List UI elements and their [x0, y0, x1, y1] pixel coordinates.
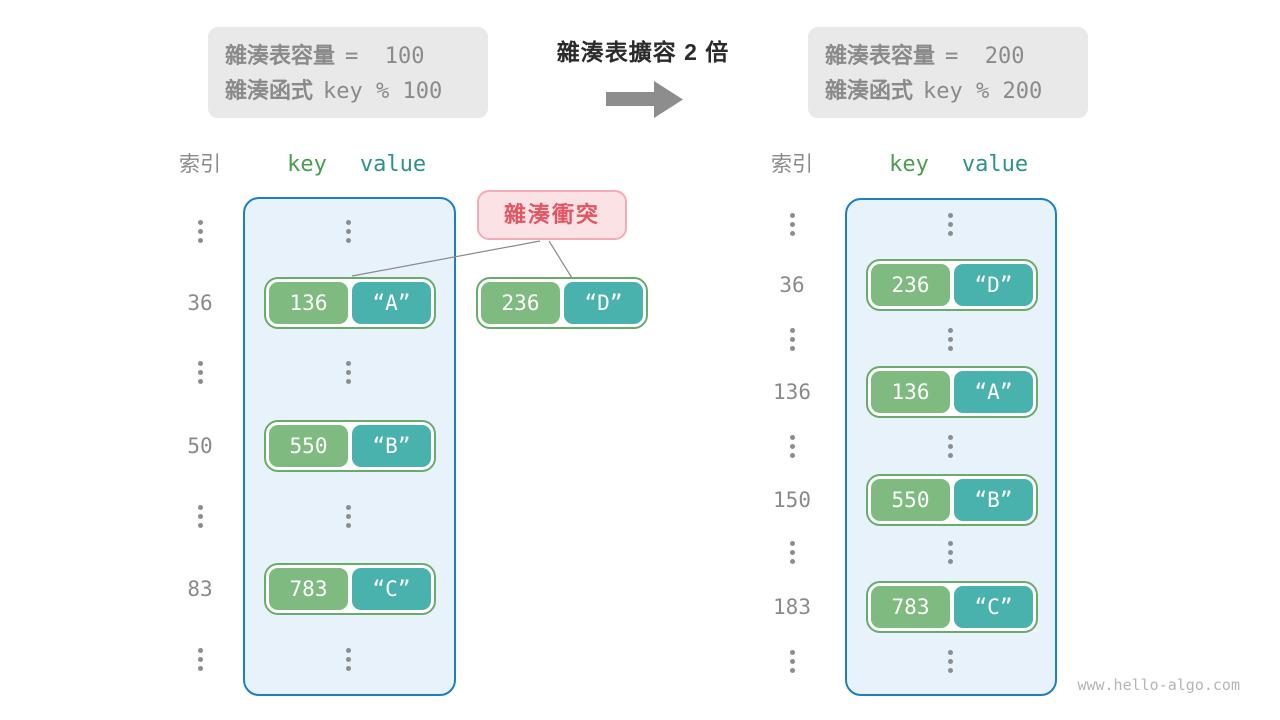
- ellipsis-dots: [947, 435, 953, 458]
- value-pill: “B”: [352, 425, 431, 467]
- entry-pair: 550 “B”: [866, 474, 1038, 526]
- ellipsis-dots: [345, 648, 351, 671]
- hash-function-line: 雜湊函式 key % 100: [225, 74, 488, 109]
- entry-pair: 136 “A”: [866, 366, 1038, 418]
- hash-function-value: key % 100: [323, 79, 443, 104]
- ellipsis-dots: [197, 220, 203, 243]
- watermark: www.hello-algo.com: [1077, 676, 1240, 694]
- key-pill: 783: [871, 586, 950, 628]
- hash-function-label: 雜湊函式: [225, 78, 314, 103]
- ellipsis-dots: [197, 648, 203, 671]
- value-pill: “A”: [954, 371, 1033, 413]
- ellipsis-dots: [345, 220, 351, 243]
- key-pill: 136: [269, 282, 348, 324]
- ellipsis-dots: [789, 213, 795, 236]
- capacity-label: 雜湊表容量: [225, 43, 336, 68]
- hash-function-value: key % 200: [923, 79, 1043, 104]
- key-header: key: [287, 152, 327, 177]
- ellipsis-dots: [947, 213, 953, 236]
- right-arrow-icon: [606, 81, 683, 118]
- collision-label: 雜湊衝突: [477, 190, 627, 240]
- key-pill: 236: [481, 282, 560, 324]
- entry-pair: 783 “C”: [264, 563, 436, 615]
- ellipsis-dots: [197, 505, 203, 528]
- key-pill: 550: [871, 479, 950, 521]
- capacity-value: = 100: [345, 44, 425, 69]
- value-pill: “B”: [954, 479, 1033, 521]
- ellipsis-dots: [789, 328, 795, 351]
- entry-pair: 550 “B”: [264, 420, 436, 472]
- index-label: 36: [779, 273, 805, 297]
- hash-function-line: 雜湊函式 key % 200: [825, 74, 1088, 109]
- index-label: 36: [187, 291, 213, 315]
- key-header: key: [889, 152, 929, 177]
- capacity-box-before: 雜湊表容量 = 100 雜湊函式 key % 100: [208, 27, 488, 118]
- ellipsis-dots: [197, 361, 203, 384]
- index-label: 50: [187, 434, 213, 458]
- ellipsis-dots: [789, 435, 795, 458]
- ellipsis-dots: [789, 541, 795, 564]
- value-pill: “D”: [954, 264, 1033, 306]
- hash-function-label: 雜湊函式: [825, 78, 914, 103]
- capacity-value: = 200: [945, 44, 1025, 69]
- key-value-column-header: key value: [866, 150, 1038, 180]
- ellipsis-dots: [789, 650, 795, 673]
- index-label: 150: [773, 488, 811, 512]
- key-pill: 783: [269, 568, 348, 610]
- expand-title: 雜湊表擴容 2 倍: [556, 39, 730, 65]
- capacity-box-after: 雜湊表容量 = 200 雜湊函式 key % 200: [808, 27, 1088, 118]
- collision-entry-pair: 236 “D”: [476, 277, 648, 329]
- key-pill: 550: [269, 425, 348, 467]
- ellipsis-dots: [947, 541, 953, 564]
- entry-pair: 136 “A”: [264, 277, 436, 329]
- capacity-label: 雜湊表容量: [825, 43, 936, 68]
- entry-pair: 783 “C”: [866, 581, 1038, 633]
- index-label: 136: [773, 380, 811, 404]
- value-header: value: [961, 152, 1029, 177]
- ellipsis-dots: [947, 650, 953, 673]
- index-column-header: 索引: [771, 153, 813, 176]
- value-pill: “A”: [352, 282, 431, 324]
- key-pill: 236: [871, 264, 950, 306]
- key-value-column-header: key value: [264, 150, 436, 180]
- index-label: 183: [773, 595, 811, 619]
- value-pill: “D”: [564, 282, 643, 324]
- value-pill: “C”: [954, 586, 1033, 628]
- ellipsis-dots: [345, 361, 351, 384]
- capacity-line: 雜湊表容量 = 200: [825, 39, 1088, 74]
- entry-pair: 236 “D”: [866, 259, 1038, 311]
- index-column-header: 索引: [179, 153, 221, 176]
- ellipsis-dots: [947, 328, 953, 351]
- capacity-line: 雜湊表容量 = 100: [225, 39, 488, 74]
- value-pill: “C”: [352, 568, 431, 610]
- value-header: value: [359, 152, 427, 177]
- index-label: 83: [187, 577, 213, 601]
- ellipsis-dots: [345, 505, 351, 528]
- key-pill: 136: [871, 371, 950, 413]
